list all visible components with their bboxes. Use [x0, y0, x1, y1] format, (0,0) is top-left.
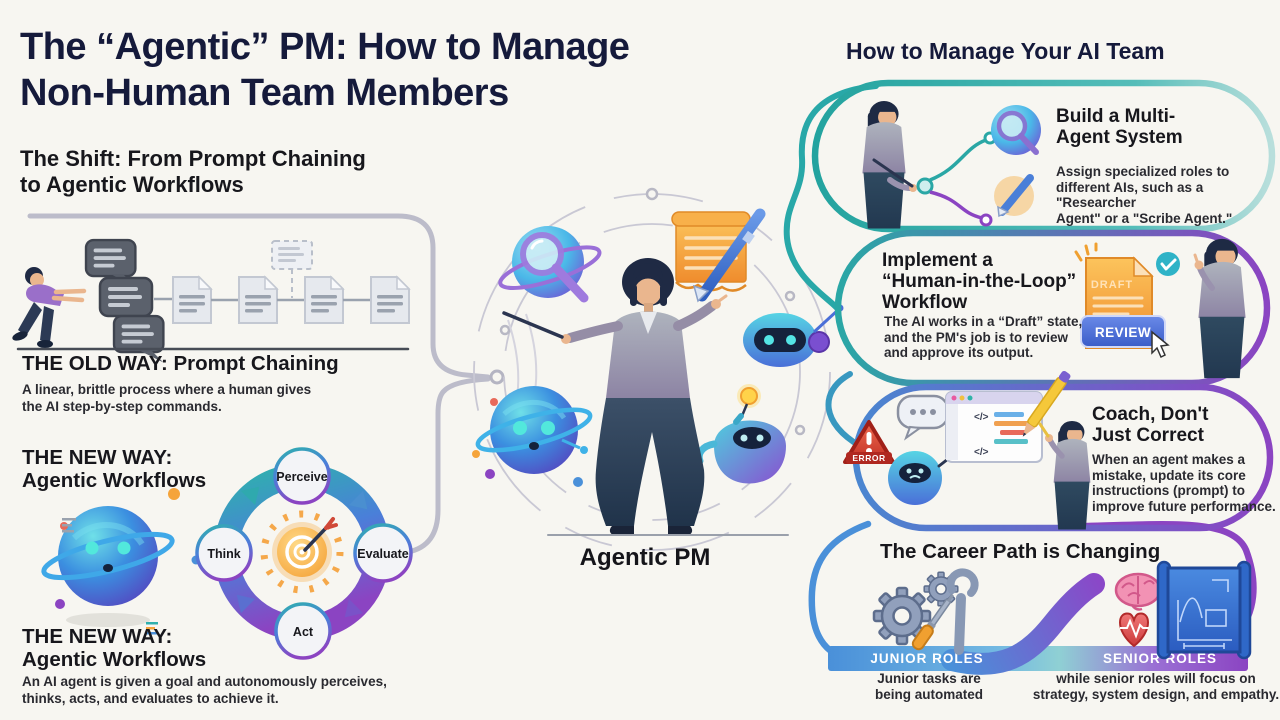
cycle-node-perceive: Perceive — [276, 470, 327, 484]
document-icon — [370, 276, 410, 324]
error-warning-icon: ERROR — [843, 420, 895, 464]
code-window-icon: </> </> — [945, 391, 1043, 463]
cycle-nodes: Perceive Evaluate Act Think — [195, 447, 413, 660]
card-2-outline — [834, 229, 1271, 387]
blueprint-icon — [1156, 560, 1252, 660]
error-label: ERROR — [852, 453, 885, 463]
scribe-agent-icon — [994, 174, 1034, 218]
junior-roles-label: JUNIOR ROLES — [870, 651, 983, 666]
page-title-bold: The “Agentic” PM: — [20, 26, 348, 68]
old-way-body: A linear, brittle process where a human … — [22, 382, 312, 414]
card-2-illustration: DRAFT REVIEW — [1074, 238, 1246, 379]
card-1-illustration — [862, 101, 1041, 229]
left-section-connector — [27, 213, 491, 555]
approved-check-icon — [1156, 252, 1180, 276]
scroll-and-pen-icon — [671, 208, 766, 303]
draft-label: DRAFT — [1091, 279, 1133, 291]
document-icon — [172, 276, 212, 324]
agentic-pm-figure — [502, 258, 789, 536]
old-way-heading: THE OLD WAY: Prompt Chaining — [22, 352, 339, 375]
ghost-robot-icon — [695, 384, 786, 484]
card-3-illustration: ERROR </> </> — [843, 370, 1091, 530]
card-1-title: Build a Multi- Agent System — [1056, 106, 1183, 148]
cycle-node-evaluate: Evaluate — [357, 547, 408, 561]
brain-icon — [1114, 572, 1162, 611]
pencil-icon — [1022, 370, 1071, 437]
agentic-pm-caption: Agentic PM — [579, 544, 711, 571]
pm-figure-small — [862, 101, 906, 229]
card-3-title: Coach, Don't Just Correct — [1092, 404, 1209, 446]
cursor-icon — [1151, 330, 1170, 359]
connector-node — [489, 369, 505, 385]
svg-text:</>: </> — [974, 447, 989, 458]
new-way-heading-top: THE NEW WAY: Agentic Workflows — [22, 446, 207, 492]
card-3-body: When an agent makes a mistake, update it… — [1092, 452, 1276, 514]
heart-empathy-icon — [1119, 612, 1149, 648]
review-label: REVIEW — [1095, 325, 1151, 340]
career-section-heading: The Career Path is Changing — [880, 540, 1161, 563]
robot-head-icon — [743, 304, 844, 367]
roles-banner — [828, 646, 1248, 671]
card-1-body: Assign specialized roles to different AI… — [1056, 164, 1233, 226]
agentic-cycle-diagram: Perceive Evaluate Act Think — [195, 447, 413, 660]
search-orb-icon — [498, 226, 602, 303]
document-icon — [238, 276, 278, 324]
card-2-title: Implement a “Human-in-the-Loop” Workflow — [882, 250, 1077, 313]
career-swoosh — [941, 573, 1105, 675]
card-1-outline — [811, 79, 1276, 233]
decorative-text-lines — [62, 518, 158, 635]
dashed-document-icon — [271, 240, 313, 298]
page-title-line2: Non-Human Team Members — [20, 72, 509, 114]
screwdriver-icon — [911, 593, 954, 651]
senior-roles-label: SENIOR ROLES — [1103, 651, 1217, 666]
senior-roles-caption: while senior roles will focus on strateg… — [1032, 671, 1280, 702]
cycle-node-act: Act — [293, 625, 314, 639]
goal-target-icon — [260, 510, 344, 594]
pm-figure-small — [1198, 238, 1246, 379]
old-way-illustration — [12, 238, 410, 364]
pushing-person-figure — [12, 267, 87, 348]
shift-section-heading: The Shift: From Prompt Chaining to Agent… — [20, 146, 366, 197]
review-button: REVIEW — [1080, 315, 1166, 348]
wrench-icon — [946, 568, 979, 655]
page-title-regular: How to Manage — [347, 26, 630, 68]
right-section-header: How to Manage Your AI Team — [846, 38, 1165, 64]
pm-figure-small — [1053, 420, 1091, 530]
cycle-node-think: Think — [207, 547, 240, 561]
junior-roles-caption: Junior tasks are being automated — [874, 671, 983, 702]
card-2-body: The AI works in a “Draft” state, and the… — [884, 314, 1083, 360]
document-icon — [304, 276, 344, 324]
career-section-artwork: JUNIOR ROLES SENIOR ROLES — [828, 560, 1252, 675]
svg-text:</>: </> — [974, 412, 989, 423]
new-way-heading-bottom: THE NEW WAY: Agentic Workflows — [22, 625, 207, 671]
ai-orb-face-icon — [472, 386, 593, 487]
chat-bubble-icon — [896, 394, 950, 441]
page-title: The “Agentic” PM: How to Manage Non-Huma… — [20, 24, 740, 116]
researcher-agent-icon — [991, 105, 1041, 155]
new-way-body: An AI agent is given a goal and autonomo… — [22, 674, 387, 706]
sad-robot-icon — [888, 450, 959, 505]
ai-planet-orb-icon — [41, 488, 201, 635]
pointer-baton — [502, 311, 564, 339]
